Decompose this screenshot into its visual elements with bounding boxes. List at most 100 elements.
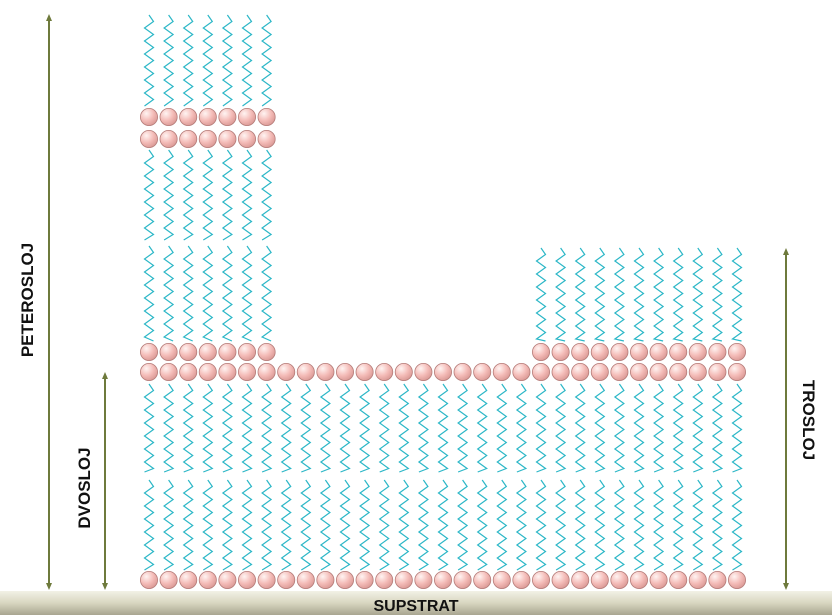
lipid-head	[454, 363, 471, 380]
left-tails-mid	[145, 246, 272, 341]
lipid-tail	[164, 384, 173, 472]
lipid-head	[474, 363, 491, 380]
lipid-head	[689, 571, 706, 588]
lipid-head	[513, 571, 530, 588]
lipid-tail	[595, 480, 604, 570]
lipid-tail	[262, 15, 271, 106]
lipid-head	[630, 571, 647, 588]
lipid-tail	[203, 384, 212, 472]
left-head-row-b	[140, 130, 275, 147]
lipid-head	[180, 363, 197, 380]
lipid-head	[199, 363, 216, 380]
lipid-tail	[556, 480, 565, 570]
lipid-head	[493, 363, 510, 380]
lipid-tail	[145, 15, 154, 106]
lipid-tail	[341, 384, 350, 472]
lipid-head	[474, 571, 491, 588]
lipid-head	[591, 343, 608, 360]
lipid-tail	[184, 150, 193, 240]
lipid-head	[532, 363, 549, 380]
lipid-tail	[576, 384, 585, 472]
lipid-tail	[595, 248, 604, 341]
lipid-head	[552, 363, 569, 380]
lipid-tail	[223, 384, 232, 472]
lipid-head	[180, 571, 197, 588]
lipid-head	[140, 130, 157, 147]
lipid-tail	[654, 384, 663, 472]
lipid-tail	[419, 480, 428, 570]
lipid-head	[140, 108, 157, 125]
lipid-tail	[419, 384, 428, 472]
lipid-tail	[693, 384, 702, 472]
lipid-head	[297, 571, 314, 588]
lipid-head	[728, 343, 745, 360]
lipid-head	[199, 108, 216, 125]
lipid-layers	[140, 15, 745, 589]
lipid-head	[572, 343, 589, 360]
lipid-tail	[203, 15, 212, 106]
lipid-head	[709, 343, 726, 360]
lipid-head	[238, 343, 255, 360]
lipid-tail	[635, 384, 644, 472]
lipid-head	[336, 571, 353, 588]
right-head-row	[532, 343, 745, 360]
peterosloj-arrow	[46, 14, 52, 590]
lipid-tail	[674, 384, 683, 472]
lipid-tail	[341, 480, 350, 570]
right-tails-top	[537, 248, 742, 341]
lipid-tail	[399, 480, 408, 570]
lipid-head	[572, 571, 589, 588]
lower-tails-lower	[145, 480, 742, 570]
lipid-tail	[301, 384, 310, 472]
lipid-tail	[301, 480, 310, 570]
lipid-tail	[654, 248, 663, 341]
lipid-tail	[203, 246, 212, 341]
dvosloj-arrow	[102, 372, 108, 590]
lipid-head	[728, 363, 745, 380]
lipid-head	[160, 130, 177, 147]
lipid-head	[199, 571, 216, 588]
lipid-tail	[184, 246, 193, 341]
lipid-tail	[654, 480, 663, 570]
lipid-head	[591, 571, 608, 588]
lipid-tail	[713, 384, 722, 472]
lipid-head	[258, 130, 275, 147]
lipid-tail	[145, 150, 154, 240]
lipid-head	[278, 363, 295, 380]
lipid-head	[513, 363, 530, 380]
lipid-head	[532, 343, 549, 360]
lipid-tail	[164, 150, 173, 240]
lipid-head	[591, 363, 608, 380]
lipid-head	[611, 363, 628, 380]
lipid-tail	[360, 384, 369, 472]
lipid-tail	[380, 480, 389, 570]
lipid-head	[493, 571, 510, 588]
lipid-head	[630, 363, 647, 380]
lipid-head	[258, 108, 275, 125]
left-head-row-a	[140, 108, 275, 125]
lipid-tail	[399, 384, 408, 472]
lipid-head	[552, 343, 569, 360]
lipid-tail	[537, 480, 546, 570]
lipid-tail	[243, 246, 252, 341]
lipid-head	[356, 571, 373, 588]
lipid-head	[415, 571, 432, 588]
lipid-head	[180, 130, 197, 147]
lipid-tail	[635, 480, 644, 570]
lipid-head	[160, 363, 177, 380]
lipid-head	[140, 571, 157, 588]
lipid-head	[611, 571, 628, 588]
lipid-head	[258, 363, 275, 380]
lipid-tail	[674, 248, 683, 341]
lipid-head	[238, 363, 255, 380]
left-upper-head-row	[140, 343, 275, 360]
lipid-head	[219, 571, 236, 588]
lipid-tail	[478, 384, 487, 472]
lower-tails-upper	[145, 384, 742, 472]
lipid-tail	[321, 384, 330, 472]
lipid-tail	[615, 384, 624, 472]
lipid-head	[140, 363, 157, 380]
dvosloj-label: DVOSLOJ	[75, 447, 94, 528]
lipid-tail	[223, 480, 232, 570]
